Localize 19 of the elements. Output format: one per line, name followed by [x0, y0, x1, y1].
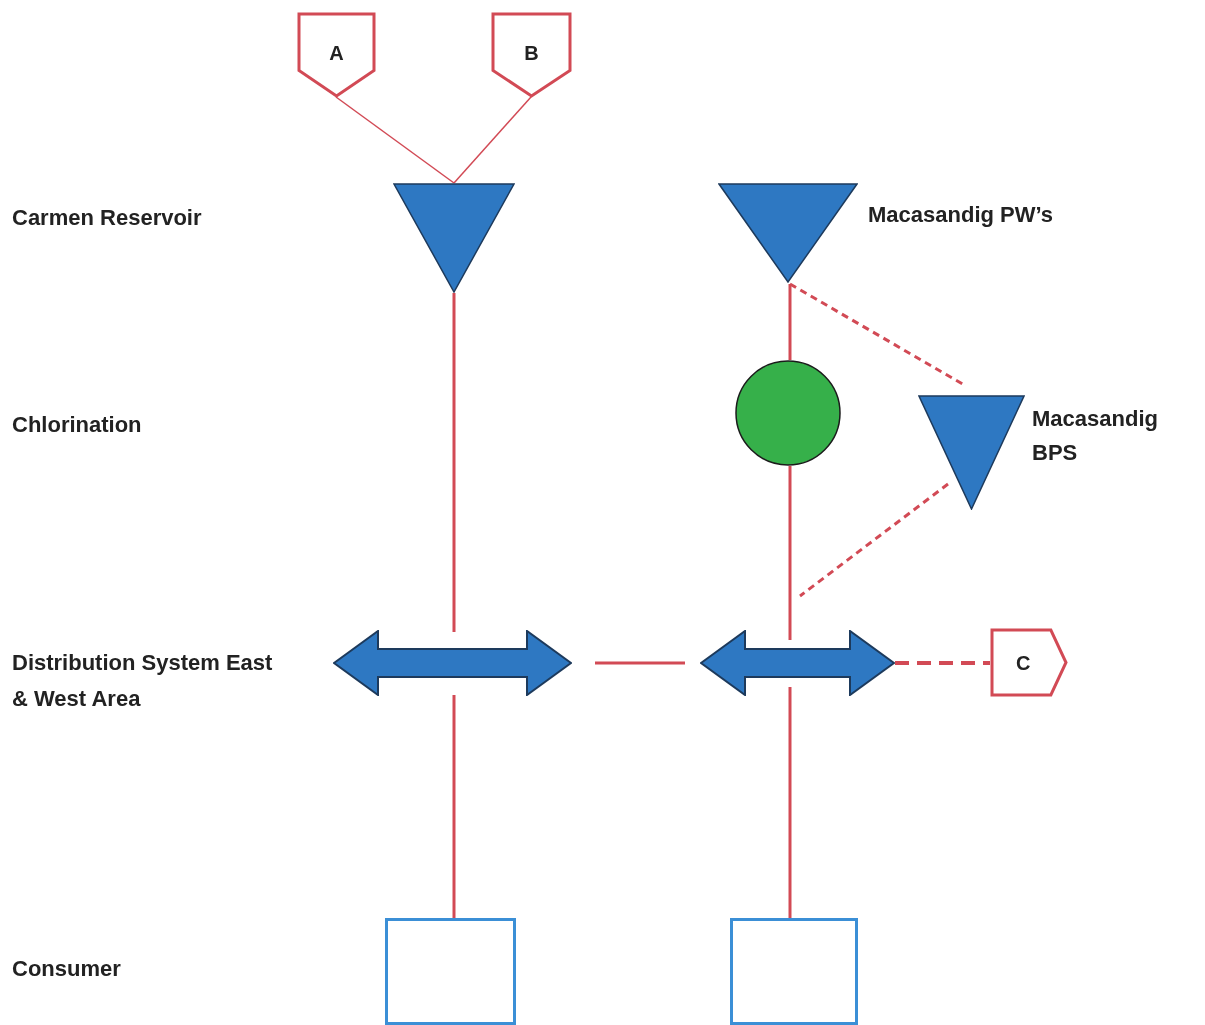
station-label: Macasandig PW’s — [868, 201, 1054, 229]
pipe-line — [453, 96, 532, 184]
stage-label: Distribution System East & West Area — [12, 649, 274, 713]
pipe-line — [799, 482, 949, 598]
pipe-line — [335, 96, 455, 184]
pipe-line — [788, 466, 792, 640]
stage-label: Chlorination — [12, 411, 143, 439]
stage-label: Carmen Reservoir — [12, 204, 203, 232]
tag-letter: B — [524, 41, 539, 66]
stage-label: Consumer — [12, 955, 122, 983]
pipe-line — [452, 695, 456, 918]
station-label: Macasandig BPS — [1032, 405, 1159, 467]
pipe-line — [788, 687, 792, 918]
tag-letter: C — [1016, 651, 1031, 676]
pipe-line — [452, 293, 456, 632]
tag-letter: A — [329, 41, 344, 66]
pipe-line — [895, 661, 990, 665]
pipe-line — [595, 661, 685, 665]
pipe-line — [788, 284, 792, 360]
